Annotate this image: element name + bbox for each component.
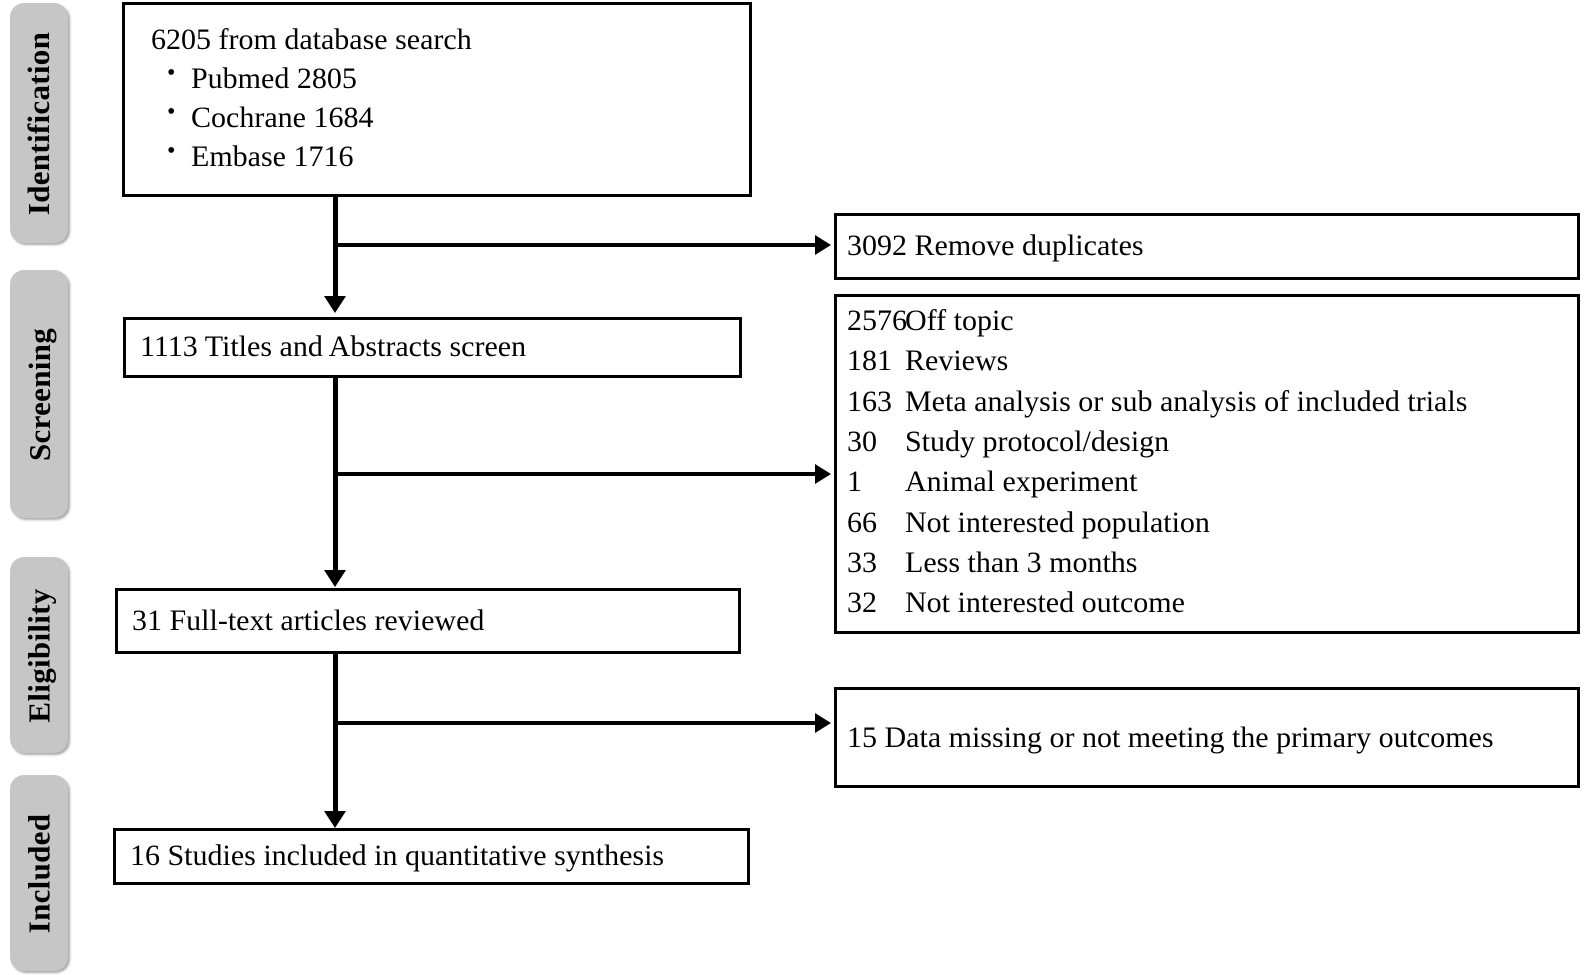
exclusion-reason-row: 181 Reviews xyxy=(847,341,1567,381)
connector-to-duplicates-box xyxy=(337,243,815,247)
exclusion-reason-row: 66 Not interested population xyxy=(847,503,1567,543)
box-studies-included: 16 Studies included in quantitative synt… xyxy=(113,828,750,885)
arrowhead-to-titles-abstracts-box xyxy=(324,296,346,313)
arrowhead-to-fulltext-exclusions-box xyxy=(815,713,831,733)
stage-badge-eligibility: Eligibility xyxy=(10,557,68,753)
box-records-identified: 6205 from database search Pubmed 2805 Co… xyxy=(122,2,752,197)
stage-label-screening: Screening xyxy=(21,327,57,461)
source-item-cochrane: Cochrane 1684 xyxy=(139,97,735,137)
stage-badge-identification: Identification xyxy=(10,3,68,243)
exclusion-reason-row: 33 Less than 3 months xyxy=(847,543,1567,583)
screening-exclusion-reason-list: 2576 Off topic 181 Reviews 163 Meta anal… xyxy=(847,301,1567,624)
fulltext-reviewed-text: 31 Full-text articles reviewed xyxy=(132,603,485,637)
duplicates-removed-text: 3092 Remove duplicates xyxy=(847,229,1144,263)
connector-screening-to-eligibility xyxy=(333,378,338,570)
box-fulltext-reviewed: 31 Full-text articles reviewed xyxy=(115,588,741,654)
exclusion-reason-text: Study protocol/design xyxy=(905,425,1170,459)
exclusion-reason-text: Animal experiment xyxy=(905,465,1138,499)
exclusion-reason-text: Meta analysis or sub analysis of include… xyxy=(905,384,1468,418)
exclusion-reason-text: Not interested outcome xyxy=(905,586,1185,620)
arrowhead-to-included-box xyxy=(324,811,346,828)
exclusion-reason-row: 1 Animal experiment xyxy=(847,462,1567,502)
titles-abstracts-screened-text: 1113 Titles and Abstracts screen xyxy=(140,330,527,364)
exclusion-reason-row: 163 Meta analysis or sub analysis of inc… xyxy=(847,382,1567,422)
exclusion-reason-count: 2576 xyxy=(847,304,907,337)
box-titles-abstracts-screened: 1113 Titles and Abstracts screen xyxy=(123,317,742,378)
arrowhead-to-screening-exclusions-box xyxy=(815,464,831,484)
exclusion-reason-row: 30 Study protocol/design xyxy=(847,422,1567,462)
stage-label-identification: Identification xyxy=(21,31,57,215)
exclusion-reason-text: Not interested population xyxy=(905,505,1210,539)
exclusion-reason-text: Less than 3 months xyxy=(905,546,1138,580)
exclusion-reason-row: 2576 Off topic xyxy=(847,301,1567,341)
stage-label-eligibility: Eligibility xyxy=(21,587,57,723)
fulltext-exclusions-text: 15 Data missing or not meeting the prima… xyxy=(847,721,1494,754)
studies-included-text: 16 Studies included in quantitative synt… xyxy=(130,839,665,873)
exclusion-reason-count: 30 xyxy=(847,425,877,459)
exclusion-reason-count: 1 xyxy=(847,465,862,499)
connector-identification-to-screening xyxy=(333,197,338,296)
source-item-pubmed: Pubmed 2805 xyxy=(139,58,735,98)
exclusion-reason-count: 66 xyxy=(847,505,877,539)
exclusion-reason-count: 33 xyxy=(847,546,877,580)
box-screening-exclusions: 2576 Off topic 181 Reviews 163 Meta anal… xyxy=(834,294,1580,634)
box-fulltext-exclusions: 15 Data missing or not meeting the prima… xyxy=(834,687,1580,788)
records-identified-lead: 6205 from database search xyxy=(151,23,472,56)
stage-badge-included: Included xyxy=(10,775,68,971)
arrowhead-to-duplicates-box xyxy=(815,235,831,255)
exclusion-reason-row: 32 Not interested outcome xyxy=(847,583,1567,623)
box-duplicates-removed: 3092 Remove duplicates xyxy=(834,213,1580,280)
exclusion-reason-text: Off topic xyxy=(905,304,1014,337)
exclusion-reason-count: 32 xyxy=(847,586,877,620)
source-item-embase: Embase 1716 xyxy=(139,136,735,176)
exclusion-reason-count: 181 xyxy=(847,344,892,378)
exclusion-reason-text: Reviews xyxy=(905,344,1009,378)
records-identified-source-list: Pubmed 2805 Cochrane 1684 Embase 1716 xyxy=(139,58,735,176)
stage-badge-screening: Screening xyxy=(10,270,68,518)
arrowhead-to-fulltext-box xyxy=(324,570,346,587)
connector-eligibility-to-included xyxy=(333,654,338,811)
exclusion-reason-count: 163 xyxy=(847,384,892,418)
stage-label-included: Included xyxy=(21,813,57,933)
connector-to-fulltext-exclusions-box xyxy=(337,721,815,725)
connector-to-screening-exclusions-box xyxy=(337,472,815,476)
